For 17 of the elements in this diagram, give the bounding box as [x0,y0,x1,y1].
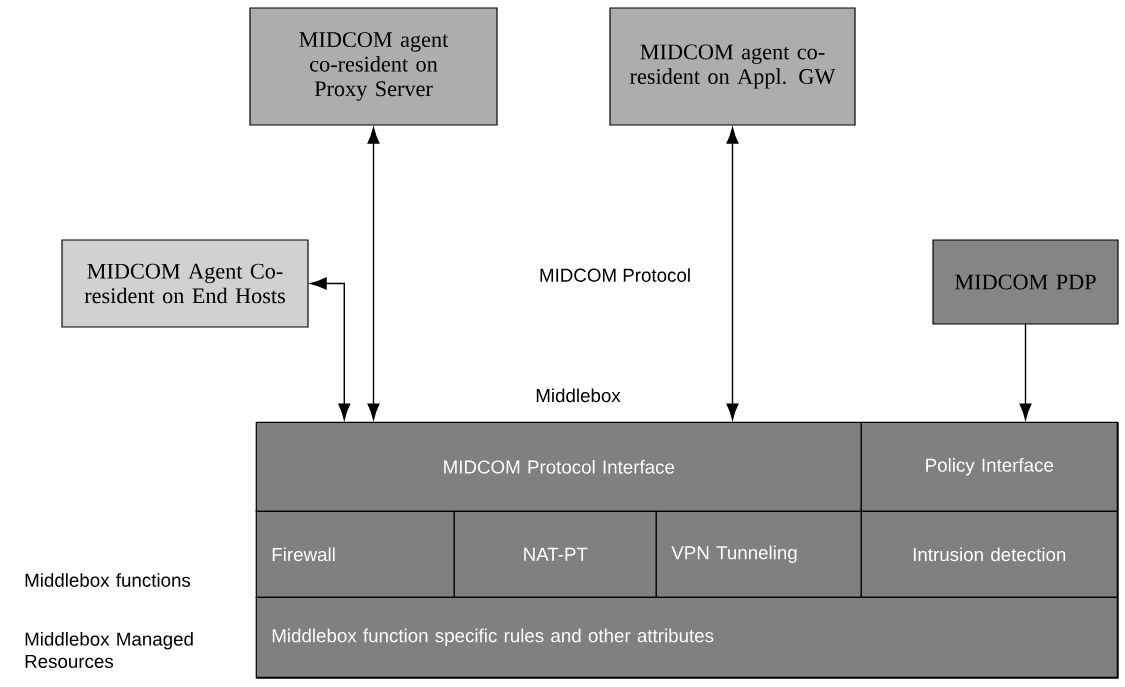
node-label: Middlebox [536,388,621,403]
arrow [310,277,351,420]
side-label: Middlebox functions [25,573,191,587]
agent-box: MIDCOM agent co-resident on Proxy Server [249,7,498,126]
agent-box: MIDCOM Agent Co-resident on End Hosts [61,239,309,328]
function-cell: VPN Tunneling [655,510,862,598]
protocol-label: MIDCOM Protocol [540,268,690,282]
function-cell: Intrusion detection [860,510,1118,598]
arrow [726,127,739,420]
side-label: Middlebox Managed Resources [25,632,193,668]
pdp-box: MIDCOM PDP [932,239,1119,325]
arrow [1019,323,1032,420]
agent-box: MIDCOM agent co-resident on Appl. GW [609,7,856,126]
interface-cell: Policy Interface [860,421,1118,512]
function-cell: Firewall [255,510,455,598]
function-cell: NAT-PT [453,510,657,598]
arrow [367,127,380,420]
